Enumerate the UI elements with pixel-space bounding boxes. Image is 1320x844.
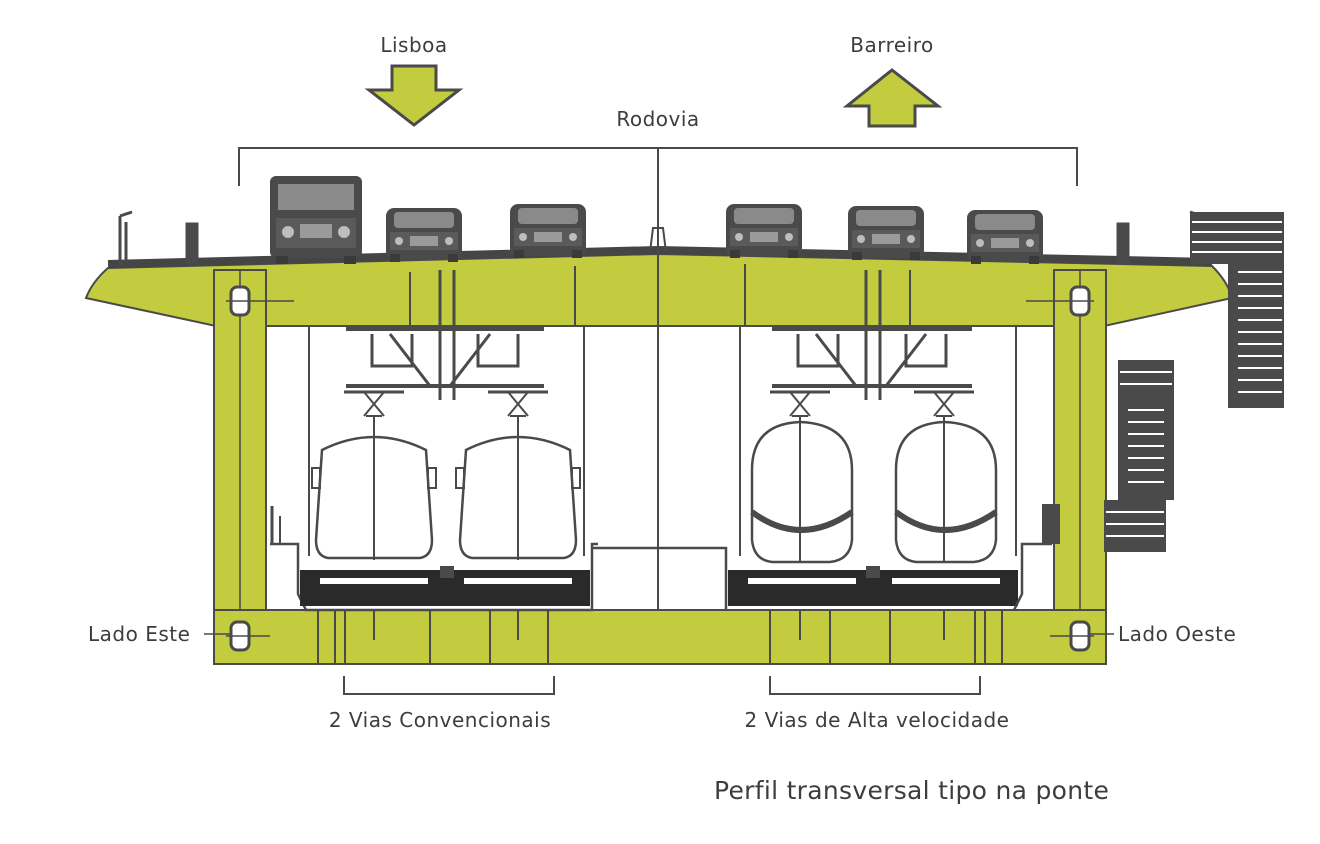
rail-beds [270, 506, 1052, 612]
lado-oeste-label: Lado Oeste [1118, 622, 1237, 646]
high-speed-trains [750, 420, 998, 564]
track-brackets [343, 676, 981, 695]
van [270, 176, 362, 264]
vias-convencionais-label: 2 Vias Convencionais [328, 708, 552, 732]
rodovia-label: Rodovia [616, 107, 700, 131]
lado-este-label: Lado Este [88, 622, 191, 646]
diagram-caption: Perfil transversal tipo na ponte [714, 776, 1110, 805]
vias-alta-velocidade-label: 2 Vias de Alta velocidade [744, 708, 1010, 732]
rodovia-bracket [238, 147, 1078, 186]
arrow-up-icon [842, 68, 943, 128]
central-pole [649, 172, 667, 660]
catenary-supports [346, 270, 972, 400]
arrow-down-icon [364, 64, 464, 127]
lisboa-label: Lisboa [380, 33, 448, 57]
bottom-slab [213, 609, 1107, 665]
barreiro-label: Barreiro [850, 33, 934, 57]
vehicles [270, 176, 1043, 264]
conventional-trains [314, 435, 578, 560]
